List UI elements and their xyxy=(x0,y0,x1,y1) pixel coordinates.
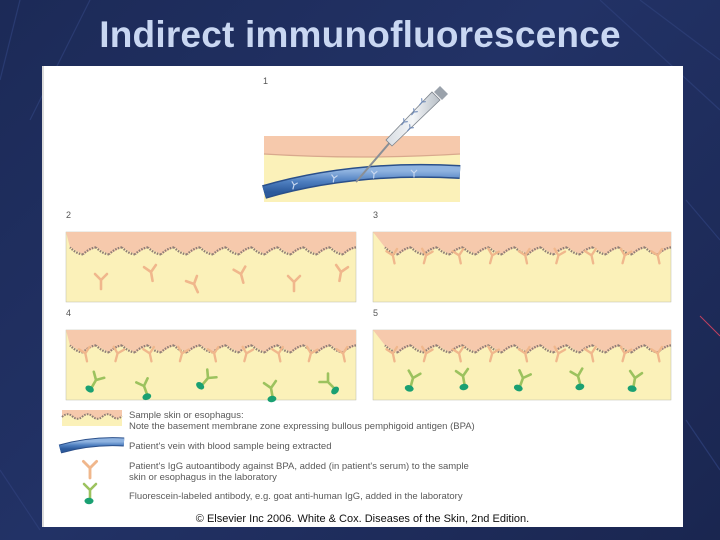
panel-4-epidermis xyxy=(66,330,356,352)
legend-skin-sample-icon xyxy=(62,410,122,426)
panel-number-1: 1 xyxy=(263,76,268,86)
panel-5 xyxy=(373,330,671,400)
panel-3 xyxy=(373,232,671,302)
panel-1-epidermis xyxy=(264,136,460,157)
legend-text-igg-antibody: Patient's IgG autoantibody against BPA, … xyxy=(129,461,469,483)
panel-number-2: 2 xyxy=(66,210,71,220)
diagram-figure: 1 2 3 4 5 Sample skin or esophagus: Note… xyxy=(42,66,683,527)
copyright-notice: © Elsevier Inc 2006. White & Cox. Diseas… xyxy=(42,513,683,525)
panel-4 xyxy=(66,330,356,403)
legend-text-labeled-antibody: Fluorescein-labeled antibody, e.g. goat … xyxy=(129,491,463,502)
legend-text-vein: Patient's vein with blood sample being e… xyxy=(129,441,332,452)
legend-igg-antibody-icon xyxy=(83,461,96,478)
panel-number-5: 5 xyxy=(373,308,378,318)
legend-text-skin-sample: Sample skin or esophagus: Note the basem… xyxy=(129,410,475,432)
panel-2-epidermis xyxy=(66,232,356,254)
legend-igg-antibody-icon-shape xyxy=(83,461,96,478)
diagram-canvas xyxy=(42,66,683,527)
slide-title: Indirect immunofluorescence xyxy=(0,14,720,56)
legend-labeled-antibody-icon-fluorescein xyxy=(85,498,94,504)
legend-labeled-antibody-icon xyxy=(84,484,96,504)
panel-2 xyxy=(66,232,356,302)
legend-vein-icon xyxy=(60,442,124,449)
panel-number-3: 3 xyxy=(373,210,378,220)
legend-labeled-antibody-icon-shape xyxy=(84,484,96,499)
panel-1 xyxy=(264,86,460,202)
panel-number-4: 4 xyxy=(66,308,71,318)
